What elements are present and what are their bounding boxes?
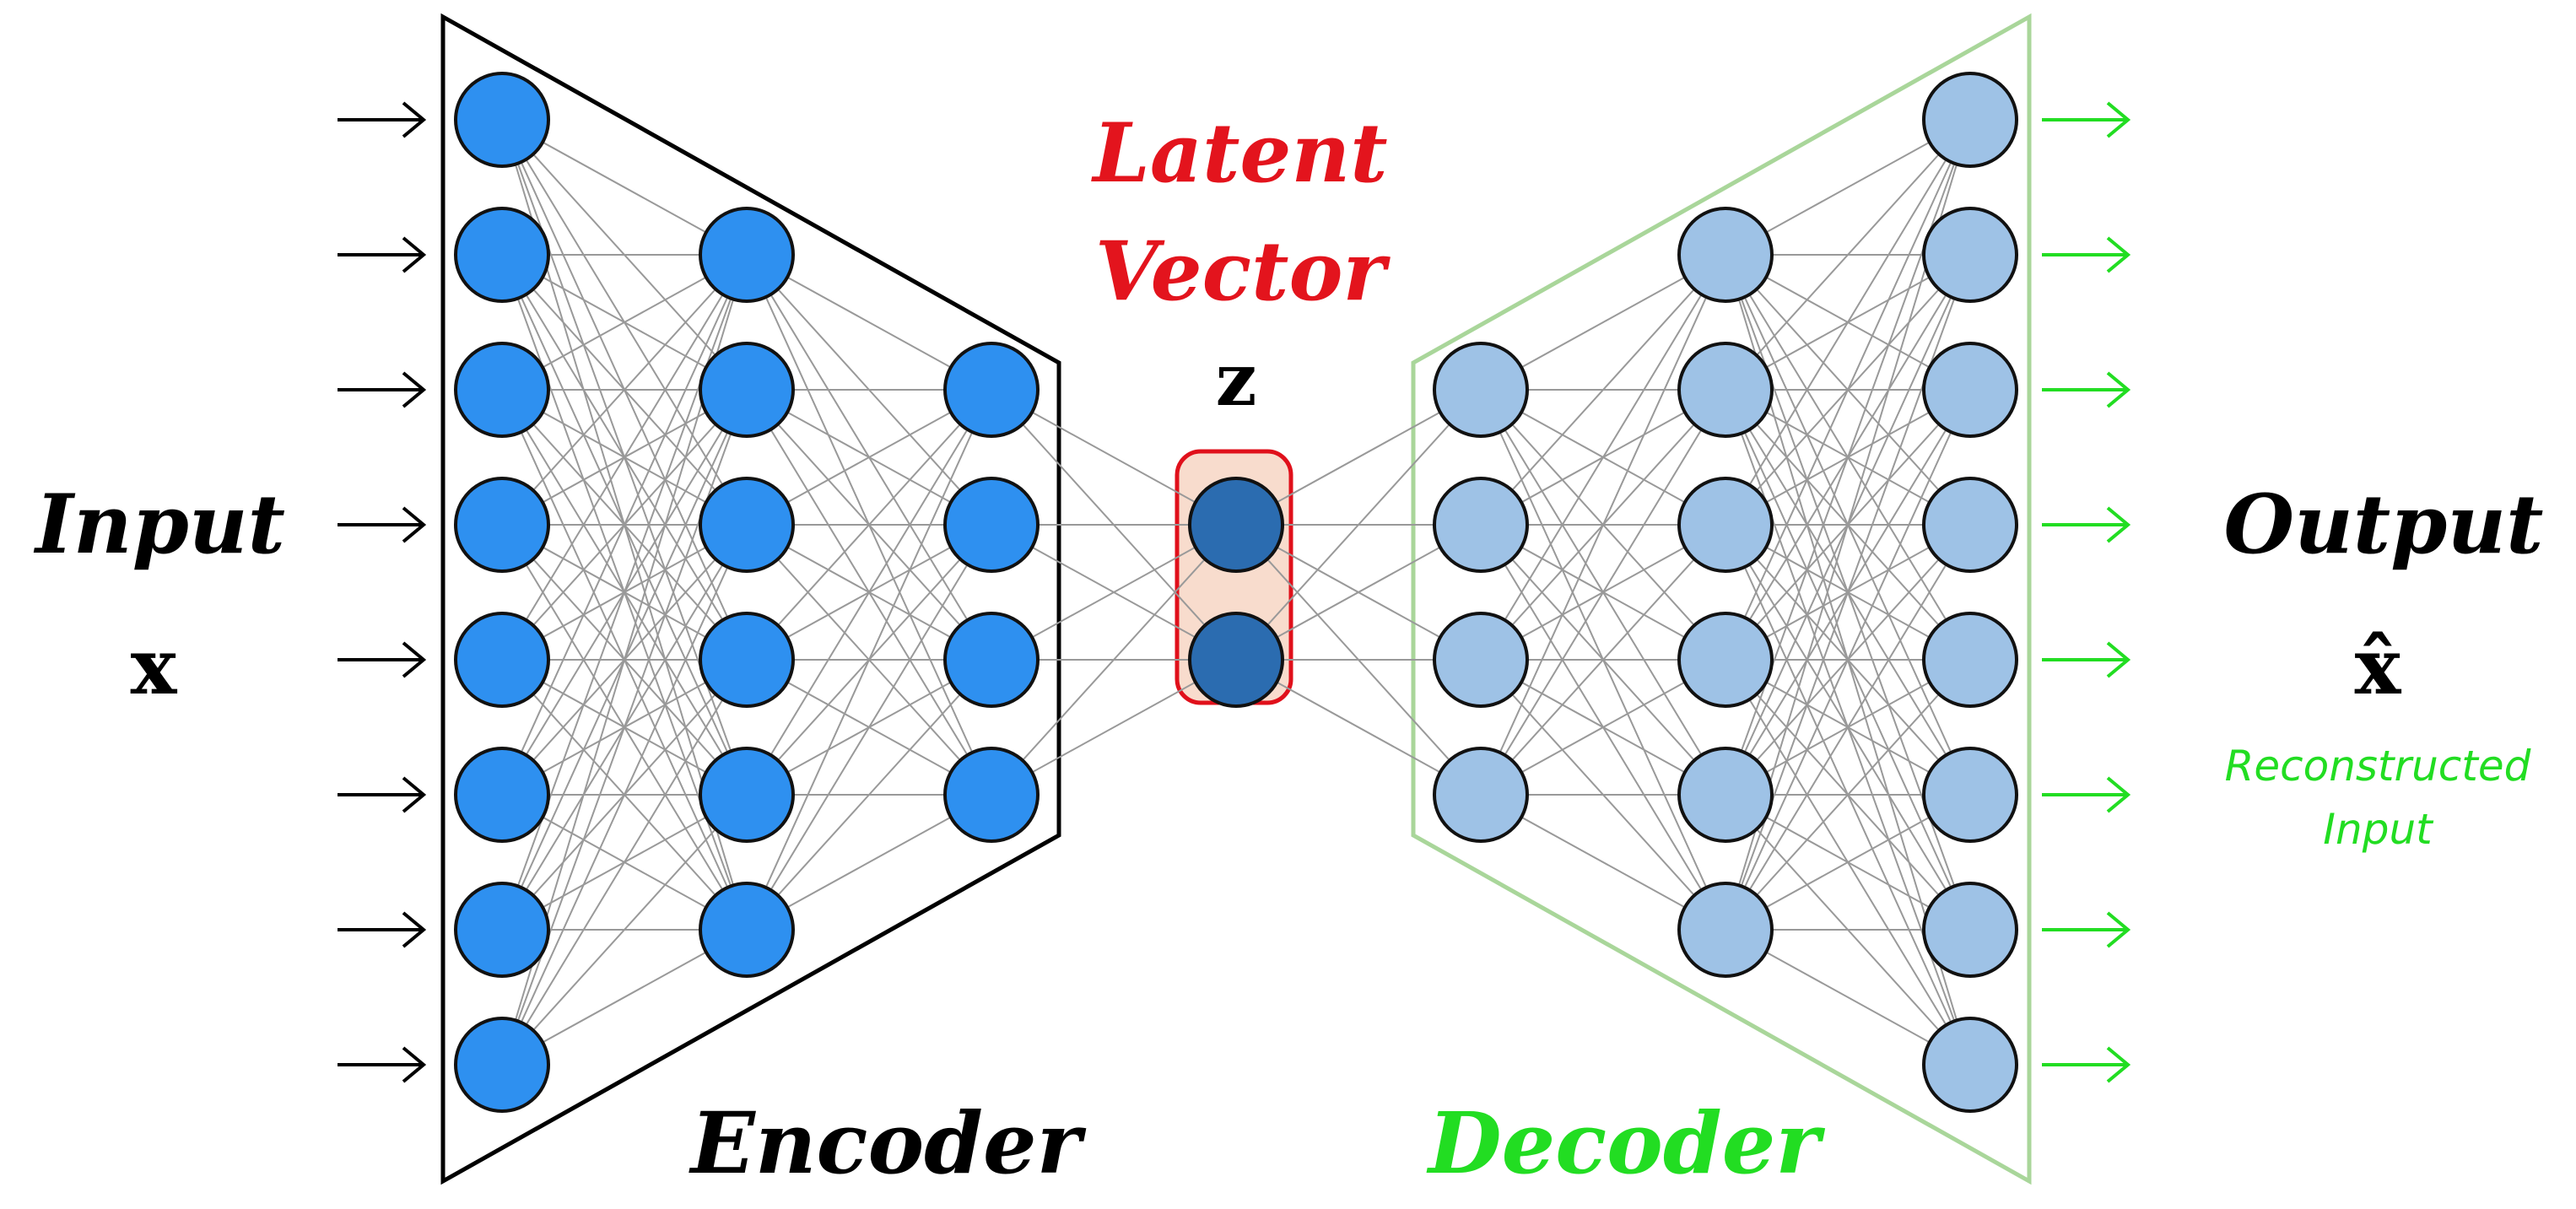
output-arrow — [2042, 506, 2131, 543]
decoder-node — [1677, 207, 1774, 303]
connection-edge — [501, 794, 748, 1066]
connection-edge — [746, 524, 992, 931]
connection-edge — [501, 389, 748, 1066]
decoder-node — [1677, 612, 1774, 708]
connection-edge — [1480, 389, 1726, 796]
connection-edge — [1480, 254, 1726, 526]
decoder-node — [1922, 342, 2018, 438]
decoder-node — [1433, 477, 1529, 573]
output-arrow — [2042, 1046, 2131, 1083]
latent-vector-title-line1: Latent — [1090, 105, 1387, 201]
output-arrow — [2042, 911, 2131, 948]
encoder-node — [943, 747, 1040, 843]
connection-edge — [1725, 119, 1971, 526]
connection-edge — [746, 389, 992, 796]
latent-node — [1188, 477, 1284, 573]
encoder-node — [699, 207, 795, 303]
encoder-frame — [440, 13, 1061, 1185]
connection-edge — [501, 254, 748, 796]
encoder-node — [943, 342, 1040, 438]
output-arrow — [2042, 371, 2131, 408]
decoder-node — [1922, 882, 2018, 978]
output-arrow — [2042, 776, 2131, 813]
connection-edge — [1480, 254, 1726, 796]
input-symbol: x — [131, 621, 178, 712]
input-arrow — [338, 506, 427, 543]
encoder-node — [699, 612, 795, 708]
input-arrow — [338, 911, 427, 948]
output-arrow — [2042, 236, 2131, 273]
encoder-node — [454, 747, 550, 843]
connection-edge — [1235, 389, 1482, 661]
decoder-label: Decoder — [1426, 1093, 1825, 1193]
decoder-node — [1922, 477, 2018, 573]
output-arrow — [2042, 641, 2131, 678]
encoder-node — [943, 612, 1040, 708]
decoder-node — [1677, 882, 1774, 978]
latent-node — [1188, 612, 1284, 708]
connection-edge — [1725, 659, 1971, 931]
output-arrow — [2042, 101, 2131, 138]
decoder-node — [1433, 342, 1529, 438]
connection-edge — [501, 524, 748, 1066]
connection-edge — [1725, 389, 1971, 931]
connection-edge — [991, 524, 1237, 796]
decoder-node — [1677, 342, 1774, 438]
reconstructed-input-line2: Input — [2323, 805, 2434, 854]
latent-vector-title-line2: Vector — [1095, 224, 1391, 319]
decoder-frame — [1411, 13, 2032, 1185]
connection-edge — [746, 659, 992, 931]
encoder-node — [454, 342, 550, 438]
connection-edge — [501, 254, 748, 526]
input-title: Input — [33, 477, 285, 572]
decoder-node — [1922, 747, 2018, 843]
encoder-node — [454, 72, 550, 168]
input-arrow — [338, 1046, 427, 1083]
connection-edge — [1725, 524, 1971, 931]
decoder-node — [1922, 612, 2018, 708]
input-arrow — [338, 641, 427, 678]
input-arrow — [338, 101, 427, 138]
encoder-node — [454, 1017, 550, 1113]
connection-edge — [746, 389, 992, 931]
encoder-node — [454, 207, 550, 303]
input-arrow — [338, 236, 427, 273]
decoder-node — [1433, 747, 1529, 843]
connection-edge — [501, 659, 748, 1066]
encoder-node — [943, 477, 1040, 573]
input-arrow — [338, 776, 427, 813]
connection-edge — [501, 254, 748, 661]
connection-edge — [746, 389, 992, 661]
decoder-node — [1922, 207, 2018, 303]
encoder-node — [454, 477, 550, 573]
reconstructed-input-line1: Reconstructed — [2225, 742, 2531, 791]
io-arrows — [338, 101, 2131, 1083]
output-title: Output — [2223, 477, 2543, 572]
decoder-node — [1677, 477, 1774, 573]
decoder-node — [1922, 1017, 2018, 1113]
connection-edge — [1480, 254, 1726, 661]
latent-symbol: z — [1216, 337, 1257, 423]
decoder-node — [1922, 72, 2018, 168]
output-symbol: x̂ — [2355, 621, 2402, 712]
connection-edge — [1725, 119, 1971, 796]
encoder-node — [699, 882, 795, 978]
input-arrow — [338, 371, 427, 408]
connection-edge — [1725, 119, 1971, 391]
network-nodes — [454, 72, 2018, 1113]
connection-edge — [1480, 524, 1726, 796]
encoder-node — [454, 612, 550, 708]
decoder-node — [1677, 747, 1774, 843]
encoder-label: Encoder — [689, 1093, 1087, 1193]
encoder-node — [699, 747, 795, 843]
decoder-node — [1433, 612, 1529, 708]
encoder-node — [699, 342, 795, 438]
encoder-node — [454, 882, 550, 978]
encoder-node — [699, 477, 795, 573]
connection-edge — [1725, 119, 1971, 661]
